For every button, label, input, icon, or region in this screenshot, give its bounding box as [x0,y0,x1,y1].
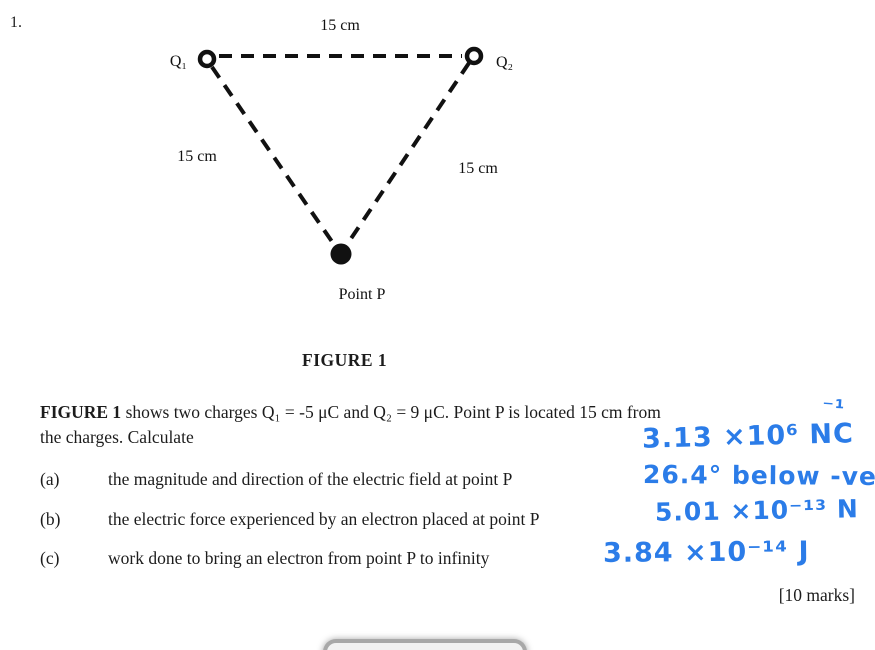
label-q1: Q₁ [170,53,187,70]
handwritten-answer-b: 5.01 ×10⁻¹³ N [654,494,860,527]
part-a-label: (a) [40,469,60,489]
label-side-right: 15 cm [458,160,498,177]
charge-q2-marker [464,46,484,66]
problem-statement-line1: FIGURE 1 shows two charges Q₁ = -5 μC an… [40,402,661,423]
statement-figure-ref: FIGURE 1 [40,402,122,422]
marks-allocation: [10 marks] [778,585,855,605]
figure-1-diagram: Q₁ Q₂ 15 cm 15 cm 15 cm Point P [170,17,513,303]
part-a-row: (a) the magnitude and direction of the el… [40,469,512,490]
label-side-left: 15 cm [177,148,217,165]
part-c-text: work done to bring an electron from poin… [108,548,490,568]
part-b-text: the electric force experienced by an ele… [108,509,540,529]
part-b-label: (b) [40,509,61,529]
statement-line1-text: shows two charges Q₁ = -5 μC and Q₂ = 9 … [121,402,661,422]
bottom-edge-tab[interactable] [323,639,527,650]
label-point-p: Point P [339,286,386,303]
dashed-line-q2-p [344,61,471,248]
handwritten-answer-c: 3.84 ×10⁻¹⁴ J [602,536,810,569]
label-q2: Q₂ [496,54,513,71]
part-c-label: (c) [40,548,60,568]
part-b-row: (b) the electric force experienced by an … [40,509,539,530]
figure-caption: FIGURE 1 [302,350,388,370]
handwritten-answer-a-magnitude: 3.13 ×10⁶ NC [641,418,855,455]
point-p-marker [330,243,352,265]
part-a-text: the magnitude and direction of the elect… [108,469,513,489]
problem-statement-line2: the charges. Calculate [40,427,194,447]
charge-q1-marker [197,49,217,69]
dashed-line-q1-p [210,65,337,248]
label-side-top: 15 cm [320,17,360,34]
part-c-row: (c) work done to bring an electron from p… [40,548,489,569]
question-number: 1. [10,14,22,31]
handwritten-answer-a-direction: 26.4° below -ve [642,459,875,492]
